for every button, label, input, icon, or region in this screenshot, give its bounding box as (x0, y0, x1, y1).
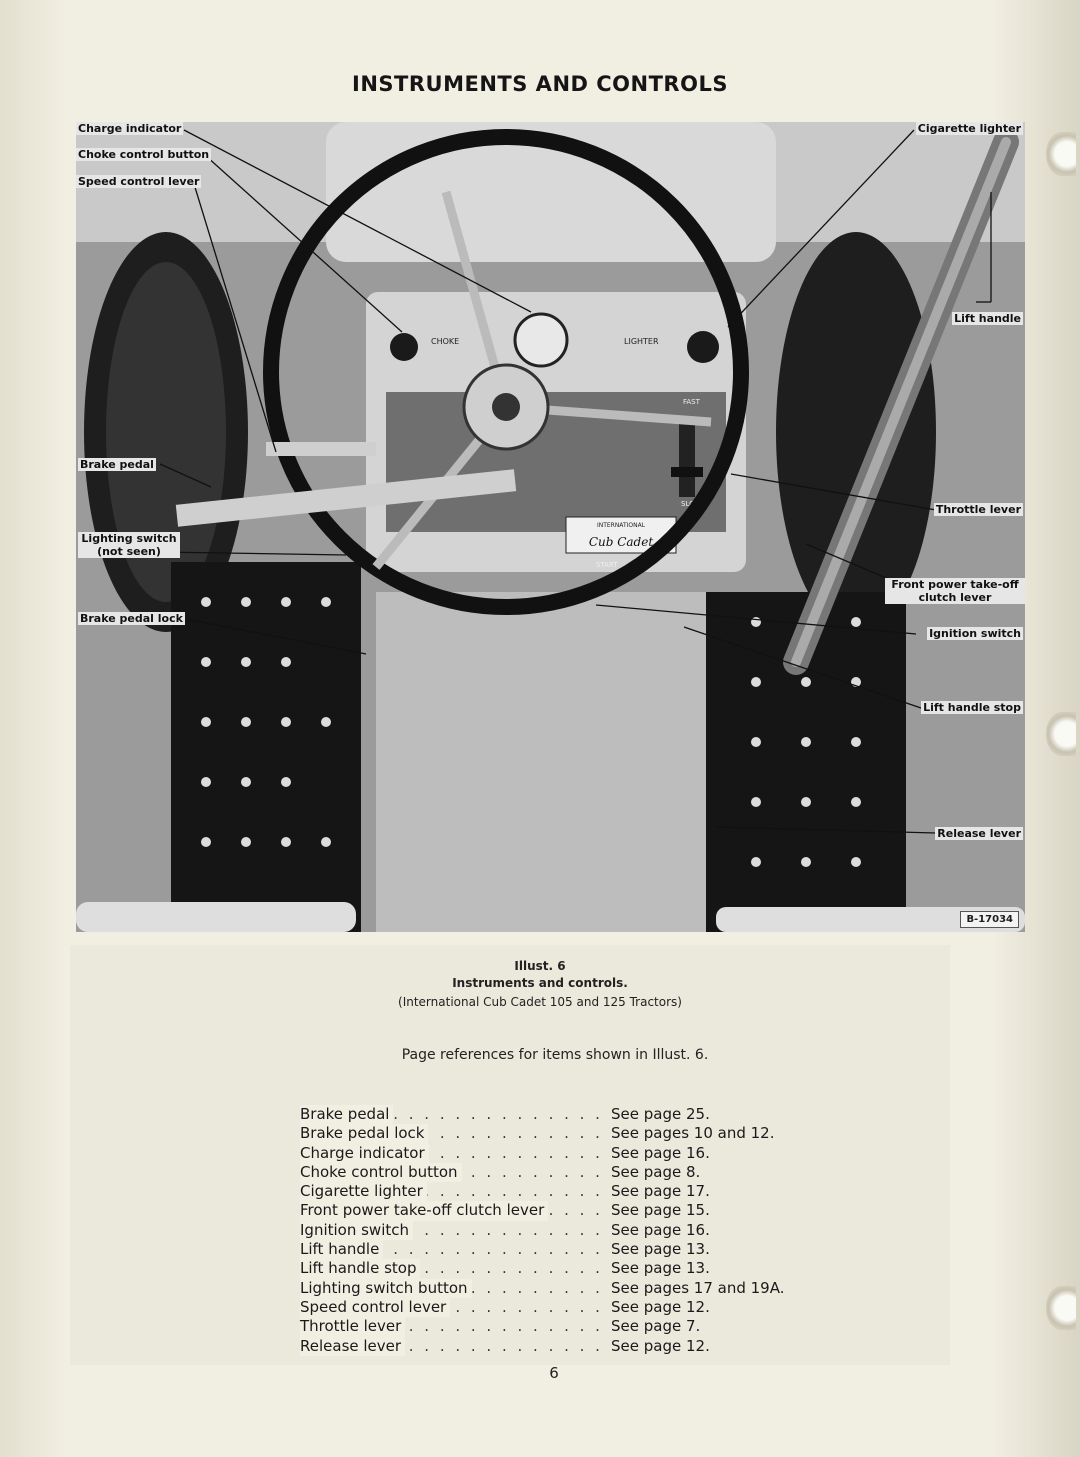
ref-item: Front power take-off clutch lever (300, 1201, 549, 1221)
brake-pedal-bar (175, 469, 517, 527)
page-number: 6 (549, 1364, 559, 1382)
ref-page: See pages 17 and 19A. (611, 1278, 785, 1297)
ref-page: See page 13. (611, 1259, 710, 1278)
ref-page: See page 16. (611, 1220, 710, 1239)
illustration-number: Illust. 6 (514, 959, 566, 973)
illustration-subcaption: (International Cub Cadet 105 and 125 Tra… (398, 995, 682, 1009)
callout-lighting-switch-line2: (not seen) (97, 545, 161, 558)
callout-lift-handle-stop: Lift handle stop (921, 701, 1023, 714)
plate-id: B-17034 (960, 911, 1019, 928)
callout-brake-pedal-lock: Brake pedal lock (78, 612, 185, 625)
callout-cigarette-lighter: Cigarette lighter (915, 122, 1023, 135)
callout-leader-lines (159, 129, 992, 834)
left-footboard (171, 562, 361, 932)
page-title: INSTRUMENTS AND CONTROLS (352, 72, 728, 96)
ref-page: See page 8. (611, 1162, 701, 1181)
ref-item: Cigarette lighter (300, 1182, 427, 1202)
ref-page: See page 15. (611, 1201, 710, 1220)
ref-page: See page 12. (611, 1297, 710, 1316)
fast-label: FAST (683, 398, 701, 406)
binder-hole-middle (1046, 712, 1076, 756)
charge-gauge (513, 312, 569, 368)
callout-speed-control-lever: Speed control lever (76, 175, 202, 188)
ref-item: Throttle lever (300, 1317, 406, 1337)
model-label: Cub Cadet (589, 535, 654, 549)
ref-page: See page 7. (611, 1317, 701, 1336)
ref-item: Brake pedal (300, 1105, 394, 1125)
ref-row: Speed control lever. . . . . . . . . . .… (300, 1297, 820, 1318)
ref-page: See page 17. (611, 1182, 710, 1201)
ref-row: Throttle lever. . . . . . . . . . . . . … (300, 1317, 820, 1337)
illustration-caption: Instruments and controls. (452, 976, 628, 990)
ref-page: See page 12. (611, 1336, 710, 1355)
ref-page: See page 25. (611, 1105, 710, 1123)
ref-row: Lift handle stop. . . . . . . . . . . . … (300, 1259, 820, 1279)
ref-item: Lift handle (300, 1240, 384, 1260)
ref-row: Choke control button. . . . . . . . . . … (300, 1162, 820, 1183)
ref-row: Lighting switch button. . . . . . . . . … (300, 1278, 820, 1298)
ref-row: Brake pedal. . . . . . . . . . . . . . .… (300, 1105, 820, 1125)
callout-throttle-lever: Throttle lever (933, 503, 1023, 516)
tractor-controls-photo: CHOKE LIGHTER FAST SLOW INTERNATIONAL Cu… (76, 122, 1025, 932)
choke-label: CHOKE (431, 337, 459, 346)
ref-page: See page 16. (611, 1143, 710, 1162)
ref-item: Choke control button (300, 1162, 462, 1183)
steering-wheel (263, 129, 749, 615)
right-wheel (776, 232, 936, 632)
ref-item: Brake pedal lock (300, 1124, 429, 1144)
ref-row: Cigarette lighter. . . . . . . . . . . .… (300, 1182, 820, 1202)
ref-row: Release lever. . . . . . . . . . . . . .… (300, 1336, 820, 1356)
ref-page: See page 13. (611, 1240, 710, 1259)
references-heading: Page references for items shown in Illus… (401, 1047, 709, 1063)
ref-row: Lift handle. . . . . . . . . . . . . . .… (300, 1240, 820, 1260)
callout-lighting-switch: Lighting switch (not seen) (78, 532, 180, 558)
lighter-label: LIGHTER (624, 337, 659, 346)
binder-hole-top (1046, 132, 1076, 176)
ref-page: See pages 10 and 12. (611, 1124, 775, 1143)
ref-row: Front power take-off clutch lever. . . .… (300, 1201, 820, 1221)
ref-item: Ignition switch (300, 1220, 414, 1241)
photo-illustration: CHOKE LIGHTER FAST SLOW INTERNATIONAL Cu… (76, 122, 1025, 932)
ref-row: Ignition switch. . . . . . . . . . . . .… (300, 1220, 820, 1241)
ref-item: Release lever (300, 1336, 406, 1356)
callout-charge-indicator: Charge indicator (76, 122, 184, 135)
callout-choke-control-button: Choke control button (76, 148, 212, 161)
callout-front-pto-line1: Front power take-off (891, 578, 1019, 591)
callout-release-lever: Release lever (935, 827, 1023, 840)
ref-item: Charge indicator (300, 1143, 429, 1163)
callout-front-pto-line2: clutch lever (918, 591, 992, 604)
ref-row: Brake pedal lock. . . . . . . . . . . . … (300, 1124, 820, 1144)
callout-brake-pedal: Brake pedal (78, 458, 156, 471)
start-label: START (596, 561, 618, 569)
callout-ignition-switch: Ignition switch (927, 627, 1023, 640)
bleed-through-area (70, 945, 950, 1365)
lighter-knob (687, 331, 719, 363)
callout-lighting-switch-line1: Lighting switch (81, 532, 177, 545)
choke-knob (390, 333, 418, 361)
speed-lever (266, 442, 376, 456)
ref-item: Lighting switch button (300, 1278, 472, 1298)
ref-item: Speed control lever (300, 1297, 451, 1318)
binder-hole-bottom (1046, 1286, 1076, 1330)
ref-item: Lift handle stop (300, 1259, 421, 1279)
callout-front-pto-clutch-lever: Front power take-off clutch lever (885, 578, 1025, 604)
page-reference-list: Brake pedal. . . . . . . . . . . . . . .… (300, 1105, 820, 1356)
callout-lift-handle: Lift handle (952, 312, 1023, 325)
brand-label: INTERNATIONAL (597, 522, 646, 529)
ref-row: Charge indicator. . . . . . . . . . . . … (300, 1143, 820, 1163)
